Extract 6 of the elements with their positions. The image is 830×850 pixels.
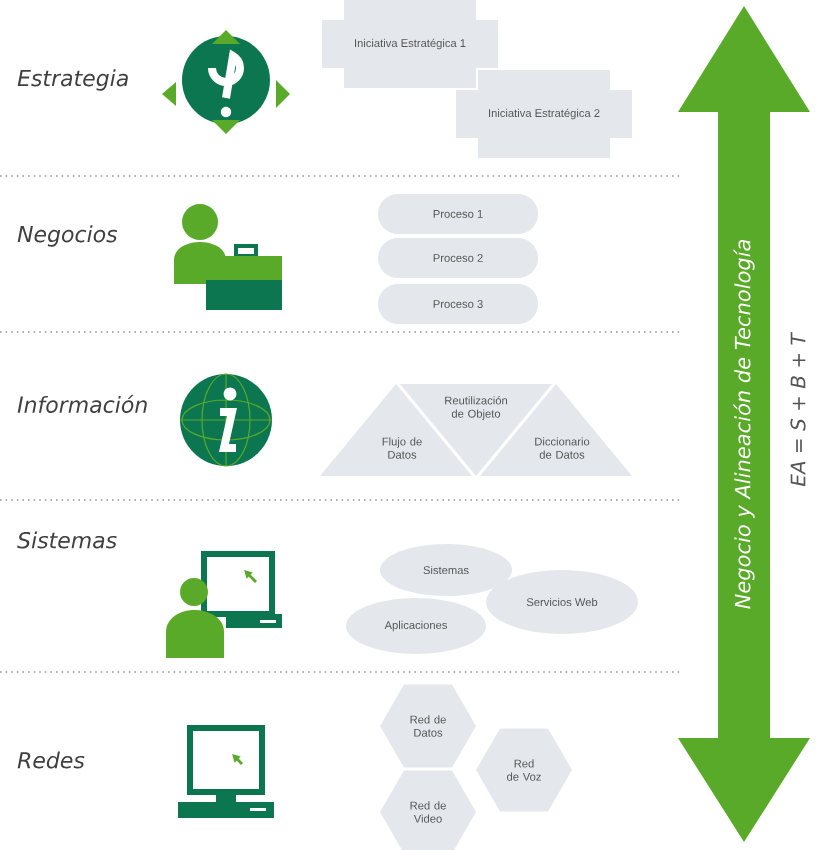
layer-label: Estrategia [17, 69, 128, 91]
layer-label: Negocios [17, 225, 118, 247]
layer-label: Redes [17, 751, 85, 769]
formula-label: EA = S + B + T [790, 332, 806, 487]
layer-label: Información [17, 395, 147, 413]
layer-label: Sistemas [17, 531, 117, 549]
